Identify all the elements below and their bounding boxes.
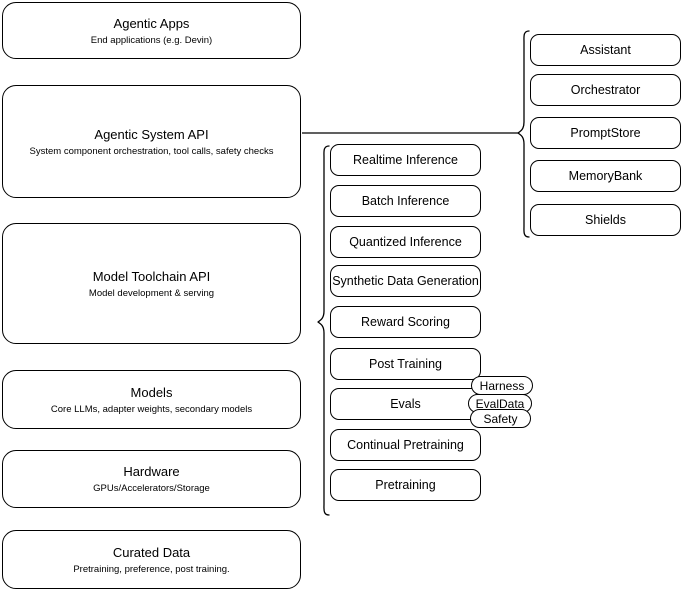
agentic-chip-promptstore[interactable]: PromptStore [530, 117, 681, 149]
toolchain-chip-reward-scoring[interactable]: Reward Scoring [330, 306, 481, 338]
toolchain-chip-post-training[interactable]: Post Training [330, 348, 481, 380]
toolchain-chip-continual-pretraining[interactable]: Continual Pretraining [330, 429, 481, 461]
evals-badge-harness[interactable]: Harness [471, 376, 533, 395]
layer-subtitle: End applications (e.g. Devin) [90, 34, 213, 46]
agentic-chip-memorybank[interactable]: MemoryBank [530, 160, 681, 192]
layer-title: Model Toolchain API [92, 268, 211, 284]
toolchain-chip-realtime-inference[interactable]: Realtime Inference [330, 144, 481, 176]
layer-subtitle: GPUs/Accelerators/Storage [93, 483, 210, 494]
layer-subtitle: Pretraining, preference, post training. [73, 563, 230, 575]
evals-badge-safety[interactable]: Safety [470, 409, 531, 428]
agentic-components-brace [517, 30, 530, 238]
toolchain-chip-pretraining[interactable]: Pretraining [330, 469, 481, 501]
layer-box-model-toolchain-api[interactable]: Model Toolchain API Model development & … [2, 223, 301, 344]
layer-subtitle: System component orchestration, tool cal… [29, 145, 274, 157]
layer-box-models[interactable]: Models Core LLMs, adapter weights, secon… [2, 370, 301, 429]
layer-box-curated-data[interactable]: Curated Data Pretraining, preference, po… [2, 530, 301, 589]
layer-box-agentic-apps[interactable]: Agentic Apps End applications (e.g. Devi… [2, 2, 301, 59]
layer-subtitle: Model development & serving [88, 287, 215, 299]
toolchain-components-brace [317, 145, 330, 516]
toolchain-chip-synthetic-data-generation[interactable]: Synthetic Data Generation [330, 265, 481, 297]
layer-title: Agentic System API [94, 126, 209, 142]
layer-box-agentic-system-api[interactable]: Agentic System API System component orch… [2, 85, 301, 198]
toolchain-chip-evals[interactable]: Evals [330, 388, 481, 420]
layer-subtitle: Core LLMs, adapter weights, secondary mo… [50, 403, 253, 415]
layer-box-hardware[interactable]: Hardware GPUs/Accelerators/Storage [2, 450, 301, 508]
layer-title: Models [130, 384, 173, 400]
agentic-chip-assistant[interactable]: Assistant [530, 34, 681, 66]
agentic-chip-shields[interactable]: Shields [530, 204, 681, 236]
agentic-chip-orchestrator[interactable]: Orchestrator [530, 74, 681, 106]
toolchain-chip-batch-inference[interactable]: Batch Inference [330, 185, 481, 217]
layer-title: Hardware [123, 464, 180, 479]
layer-title: Agentic Apps [113, 15, 190, 31]
layer-title: Curated Data [112, 544, 191, 560]
toolchain-chip-quantized-inference[interactable]: Quantized Inference [330, 226, 481, 258]
